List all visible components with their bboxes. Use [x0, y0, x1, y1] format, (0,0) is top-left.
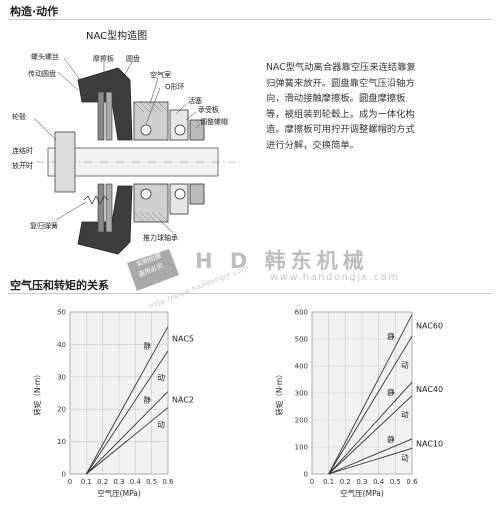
- callout-friction-plate: 摩擦板: [93, 55, 114, 63]
- callout-o-ring: O形环: [165, 83, 185, 91]
- y-tick-label: 100: [295, 444, 308, 452]
- x-tick-label: 0.5: [390, 478, 401, 486]
- series-line-NAC2-0: [86, 391, 169, 475]
- x-tick-label: 0.1: [81, 478, 92, 486]
- callout-nut: 螺头螺丝: [31, 53, 59, 61]
- y-axis-label: 转矩（N·m）: [274, 370, 284, 415]
- x-tick-label: 0.2: [340, 478, 351, 486]
- section-title-structure: 构造·动作: [10, 5, 59, 18]
- x-tick-label: 0.1: [323, 478, 334, 486]
- y-tick-label: 200: [295, 417, 308, 425]
- y-tick-label: 20: [57, 406, 66, 414]
- torque-chart-large: 0 0.1 0.2 0.3 0.4 0.5 0.6 0 100 200 300 400 500 600 空气…: [274, 309, 443, 499]
- series-name-label: 动: [401, 409, 409, 419]
- x-axis-label: 空气压(MPa): [97, 488, 141, 498]
- series-name-label: 动: [157, 419, 165, 429]
- x-tick-label: 0.6: [406, 478, 418, 486]
- y-tick-label: 0: [304, 471, 308, 479]
- torque-chart-small: 0 0.1 0.2 0.3 0.4 0.5 0.6 0 10 20 30 40 50 空气压(MPa) 转矩…: [32, 309, 194, 499]
- series-line-NAC10-0: [328, 438, 413, 475]
- series-name-label: 静: [387, 331, 395, 341]
- watermark-stamp: [127, 249, 179, 291]
- x-tick-label: 0: [68, 478, 72, 486]
- series-name-label: 动: [401, 360, 409, 370]
- series-line-NAC5-0: [85, 326, 169, 475]
- y-axis-label: 转矩（N·m）: [32, 370, 42, 415]
- callout-drive-disc: 传动圆盘: [28, 70, 56, 78]
- section-divider: [8, 19, 492, 20]
- y-tick-label: 300: [295, 390, 308, 398]
- callout-hub: 轮毂: [12, 113, 26, 121]
- x-tick-label: 0.6: [162, 478, 174, 486]
- watermark-brand: H D 韩东机械: [195, 249, 369, 273]
- x-tick-label: 0: [310, 478, 314, 486]
- x-tick-label: 0.2: [97, 478, 108, 486]
- watermark-url: www.handongjx.com: [270, 272, 400, 283]
- y-tick-label: 0: [62, 471, 66, 479]
- chart-2-group: 0 0.1 0.2 0.3 0.4 0.5 0.6 0 100 200 300 400 500 600 空气…: [274, 309, 443, 499]
- section-divider: [8, 293, 492, 294]
- x-tick-label: 0.3: [113, 478, 124, 486]
- x-tick-label: 0.3: [356, 478, 367, 486]
- y-tick-label: 10: [57, 438, 66, 446]
- series-name-label: 静: [387, 387, 395, 397]
- clutch-cross-section-diagram: [20, 57, 240, 255]
- y-tick-label: 500: [295, 336, 308, 344]
- callout-air-chamber: 空气室: [150, 71, 171, 79]
- model-label: NAC40: [416, 385, 443, 394]
- y-tick-label: 40: [57, 341, 66, 349]
- model-label: NAC10: [416, 440, 443, 449]
- series-line-NAC40-0: [328, 381, 413, 475]
- series-name-label: 动: [157, 372, 165, 382]
- x-tick-label: 0.4: [373, 478, 385, 486]
- section-title-pressure-torque: 空气压和转矩的关系: [10, 279, 109, 292]
- series-line-NAC60-0: [328, 314, 413, 475]
- callout-released: 放开时: [12, 162, 33, 170]
- callout-engaged: 连结时: [12, 147, 33, 155]
- y-tick-label: 400: [295, 363, 308, 371]
- model-label: NAC5: [172, 335, 194, 344]
- series-line-NAC10-1: [328, 447, 413, 475]
- series-line-NAC40-1: [328, 395, 413, 475]
- x-axis-label: 空气压(MPa): [340, 488, 384, 498]
- callout-thrust-bearing: 推力球轴承: [143, 234, 178, 242]
- series-name-label: 静: [143, 394, 151, 404]
- model-label: NAC2: [172, 395, 194, 404]
- diagram-title: NAC型构造图: [86, 31, 148, 42]
- x-tick-label: 0.5: [146, 478, 157, 486]
- series-line-NAC60-1: [328, 336, 413, 475]
- series-name-label: 静: [387, 434, 395, 444]
- callout-bearing-plate: 承受板: [198, 106, 219, 114]
- series-line-NAC5-1: [85, 350, 169, 475]
- chart-1-group: 0 0.1 0.2 0.3 0.4 0.5 0.6 0 10 20 30 40 50 空气压(MPa) 转矩…: [32, 309, 194, 499]
- series-line-NAC2-1: [86, 407, 169, 475]
- x-tick-label: 0.4: [130, 478, 142, 486]
- description-text: NAC型气动离合器靠空压来连结靠复归弹簧来放开。圆盘靠空气压沿轴方向，滑动接触摩…: [266, 62, 416, 151]
- model-label: NAC60: [416, 322, 443, 331]
- y-tick-label: 50: [57, 309, 66, 317]
- callout-adjust-nut: 调整螺帽: [200, 118, 228, 126]
- callout-return-spring: 复归弹簧: [30, 222, 58, 230]
- y-tick-label: 600: [295, 309, 308, 317]
- callout-piston: 活塞: [188, 97, 202, 105]
- y-tick-label: 30: [57, 373, 66, 381]
- series-name-label: 动: [401, 453, 409, 463]
- callout-round-disc: 圆盘: [126, 55, 140, 63]
- series-name-label: 静: [143, 341, 151, 351]
